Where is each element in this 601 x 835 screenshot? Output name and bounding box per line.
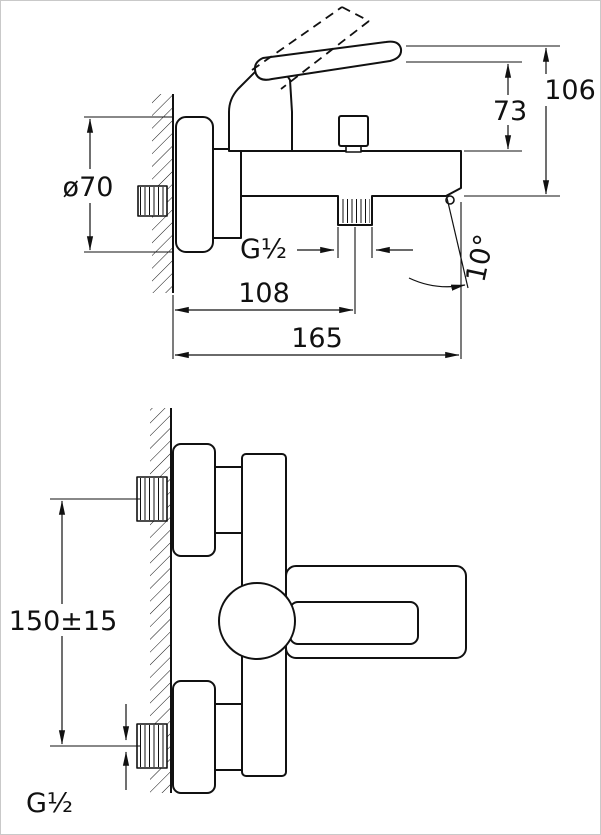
handle-front bbox=[218, 582, 419, 660]
outlet-thread-texture bbox=[340, 199, 370, 223]
dim-label-connection-spacing: 150±15 bbox=[9, 606, 118, 637]
body-spout-outline bbox=[240, 150, 462, 226]
dim-label-outlet-depth: 108 bbox=[238, 278, 290, 309]
dim-outlet-thread: G½ bbox=[240, 227, 413, 314]
handle-lever-side bbox=[253, 40, 403, 81]
mounting-block-bottom-front bbox=[214, 703, 243, 771]
spout-angle-arc bbox=[408, 277, 466, 291]
dim-spout-angle: 10° bbox=[408, 197, 501, 291]
dim-overall-height: 106 bbox=[406, 45, 600, 197]
handle-hub-front bbox=[218, 582, 296, 660]
mounting-block-side bbox=[212, 148, 242, 239]
dim-label-spout-height: 73 bbox=[493, 96, 527, 127]
escutcheon-bottom-front bbox=[172, 680, 216, 794]
inlet-connector-top-front bbox=[136, 443, 243, 557]
dim-connection-spacing: 150±15 bbox=[4, 498, 140, 747]
inlet-nut-knurl-side bbox=[140, 187, 165, 215]
front-view: 150±15 G½ bbox=[4, 408, 467, 819]
spout-angle-reference-line bbox=[446, 197, 469, 289]
dim-outlet-depth: 108 bbox=[172, 278, 354, 359]
dim-label-overall-depth: 165 bbox=[291, 323, 343, 354]
diverter-knob bbox=[338, 115, 369, 147]
escutcheon-side bbox=[175, 116, 214, 253]
inlet-connector-side bbox=[137, 185, 168, 217]
inlet-nut-top-knurl bbox=[139, 478, 165, 520]
handle-lever-front bbox=[289, 601, 419, 645]
dim-label-overall-height: 106 bbox=[544, 75, 596, 106]
dim-overall-depth: 165 bbox=[174, 202, 462, 359]
dim-inlet-thread: G½ bbox=[26, 704, 130, 819]
dim-label-spout-angle: 10° bbox=[461, 232, 501, 285]
inlet-connector-bottom-front bbox=[136, 680, 243, 794]
handle-raised-position-dashed bbox=[251, 6, 370, 90]
inlet-nut-bottom-knurl bbox=[139, 725, 165, 767]
side-view: ø70 106 73 G½ bbox=[60, 6, 600, 359]
dim-label-escutcheon-diameter: ø70 bbox=[63, 172, 114, 203]
body-and-spout-side bbox=[240, 150, 462, 226]
escutcheon-top-front bbox=[172, 443, 216, 557]
mounting-block-top-front bbox=[214, 466, 243, 534]
dim-spout-height: 73 bbox=[406, 61, 530, 152]
dim-escutcheon-diameter: ø70 bbox=[60, 116, 174, 253]
diverter-knob-side bbox=[338, 115, 369, 153]
dim-label-outlet-thread: G½ bbox=[240, 234, 287, 265]
dim-label-inlet-thread: G½ bbox=[26, 788, 73, 819]
